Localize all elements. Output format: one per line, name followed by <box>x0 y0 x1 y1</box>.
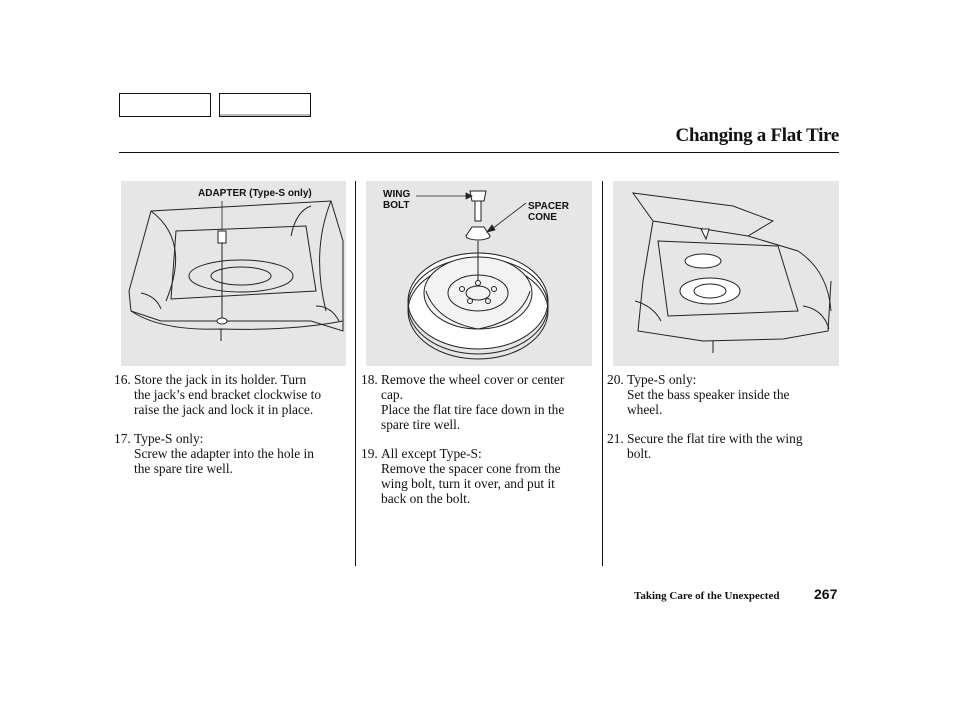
step-number: 18. <box>361 372 378 387</box>
step-20: 20. Type-S only: Set the bass speaker in… <box>607 372 843 417</box>
step-16: 16. Store the jack in its holder. Turn t… <box>114 372 350 417</box>
step-17: 17. Type-S only: Screw the adapter into … <box>114 431 350 476</box>
step-21: 21. Secure the flat tire with the wing b… <box>607 431 843 461</box>
step-text: All except Type-S: Remove the spacer con… <box>381 446 561 506</box>
title-divider <box>119 152 839 153</box>
step-number: 21. <box>607 431 624 446</box>
nav-tab-1[interactable] <box>119 93 211 117</box>
figure-trunk-adapter: ADAPTER (Type-S only) <box>121 181 346 366</box>
step-text: Store the jack in its holder. Turn the j… <box>134 372 322 417</box>
figure-spare-tire: WING BOLT SPACER CONE <box>366 181 592 366</box>
page-title: Changing a Flat Tire <box>675 125 840 146</box>
column-divider-1 <box>355 181 356 566</box>
spacer-cone-callout: SPACER CONE <box>528 201 569 223</box>
step-text: Type-S only: Screw the adapter into the … <box>134 431 314 476</box>
column-divider-2 <box>602 181 603 566</box>
column-3: 20. Type-S only: Set the bass speaker in… <box>607 372 843 475</box>
step-18: 18. Remove the wheel cover or center cap… <box>361 372 597 432</box>
page-number: 267 <box>814 586 838 602</box>
wing-bolt-callout: WING BOLT <box>383 189 411 211</box>
column-1: 16. Store the jack in its holder. Turn t… <box>114 372 350 490</box>
trunk-speaker-illustration <box>631 192 832 353</box>
step-number: 19. <box>361 446 378 461</box>
step-text: Secure the flat tire with the wing bolt. <box>627 431 803 461</box>
spare-tire-illustration <box>407 190 549 360</box>
step-text: Remove the wheel cover or center cap. Pl… <box>381 372 565 432</box>
figure-trunk-speaker <box>613 181 839 366</box>
step-number: 17. <box>114 431 131 446</box>
column-2: 18. Remove the wheel cover or center cap… <box>361 372 597 520</box>
nav-tab-2[interactable] <box>219 93 311 117</box>
adapter-callout: ADAPTER (Type-S only) <box>198 188 312 199</box>
step-number: 20. <box>607 372 624 387</box>
footer-section-title: Taking Care of the Unexpected <box>634 590 780 602</box>
step-number: 16. <box>114 372 131 387</box>
step-19: 19. All except Type-S: Remove the spacer… <box>361 446 597 506</box>
trunk-adapter-illustration <box>128 200 344 341</box>
step-text: Type-S only: Set the bass speaker inside… <box>627 372 790 417</box>
